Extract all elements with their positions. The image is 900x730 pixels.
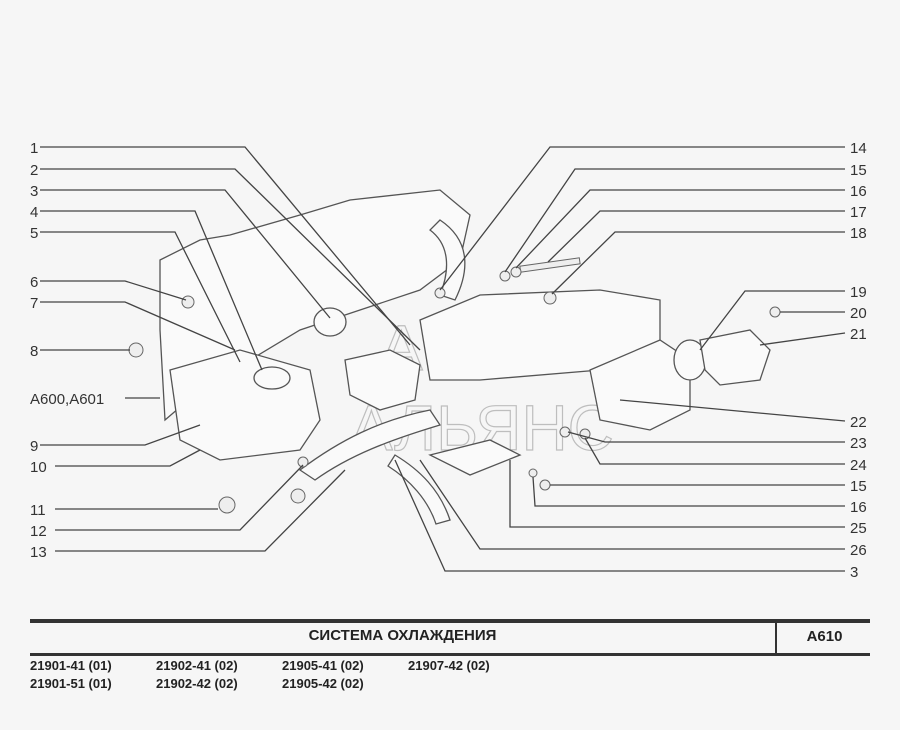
model-code: 21905-42 (02) <box>282 676 364 691</box>
callout-label: 15 <box>850 478 867 495</box>
diagram-title: СИСТЕМА ОХЛАЖДЕНИЯ <box>308 627 497 644</box>
pipe <box>428 439 522 476</box>
callout-label: 8 <box>30 343 38 360</box>
callout-label: 15 <box>850 162 867 179</box>
callout-label: 6 <box>30 274 38 291</box>
callout-label: 25 <box>850 520 867 537</box>
callout-label: 16 <box>850 499 867 516</box>
callout-label: 19 <box>850 284 867 301</box>
model-code: 21905-41 (02) <box>282 658 364 673</box>
callout-label: 11 <box>30 502 46 519</box>
callout-label: 4 <box>30 204 38 221</box>
clamp-12 <box>297 456 309 468</box>
nut-14 <box>434 287 446 299</box>
callout-label: 3 <box>30 183 38 200</box>
callout-label: 5 <box>30 225 38 242</box>
callout-label: 13 <box>30 544 47 561</box>
model-code: 21901-41 (01) <box>30 658 112 673</box>
bolt-8 <box>128 342 144 358</box>
callout-label: 23 <box>850 435 867 452</box>
callout-label: 7 <box>30 295 38 312</box>
radiator-cap <box>313 307 347 337</box>
callout-label: 21 <box>850 326 867 343</box>
callout-label: 16 <box>850 183 867 200</box>
model-code: 21902-41 (02) <box>156 658 238 673</box>
title-bar: СИСТЕМА ОХЛАЖДЕНИЯ A610 <box>30 619 870 656</box>
callout-label: A600,A601 <box>30 391 104 408</box>
callout-label: 26 <box>850 542 867 559</box>
callout-label: 24 <box>850 457 867 474</box>
callout-label: 20 <box>850 305 867 322</box>
model-code: 21901-51 (01) <box>30 676 112 691</box>
parts-illustration <box>128 189 781 525</box>
model-code: 21907-42 (02) <box>408 658 490 673</box>
sensor-18 <box>543 291 557 305</box>
washer-16b <box>528 468 538 478</box>
clip-6 <box>181 295 195 309</box>
tank-cap <box>253 366 291 390</box>
expansion-tank <box>169 349 321 461</box>
lower-hose <box>298 409 442 481</box>
diagram-code: A610 <box>775 623 872 653</box>
engine-block <box>589 339 691 431</box>
upper-hose <box>429 219 466 301</box>
washer <box>510 266 522 278</box>
model-code: 21902-42 (02) <box>156 676 238 691</box>
clamp-11 <box>218 496 236 514</box>
callout-label: 12 <box>30 523 47 540</box>
right-callouts: 14 15 16 17 18 19 20 21 22 23 24 15 16 2… <box>850 140 867 581</box>
callout-label: 1 <box>30 140 38 157</box>
bolt-20 <box>769 306 781 318</box>
left-callouts: 1 2 3 4 5 6 7 8 A600,A601 9 10 11 12 13 <box>30 140 104 561</box>
thermostat-housing <box>344 349 421 411</box>
model-list: 21901-41 (01) 21902-41 (02) 21905-41 (02… <box>30 658 534 691</box>
callout-label: 17 <box>850 204 867 221</box>
callout-label: 3 <box>850 564 858 581</box>
callout-label: 22 <box>850 414 867 431</box>
water-pump <box>699 329 771 386</box>
callout-label: 9 <box>30 438 38 455</box>
callout-label: 2 <box>30 162 38 179</box>
clamp-13 <box>290 488 306 504</box>
nut <box>499 270 511 282</box>
callout-label: 10 <box>30 459 47 476</box>
callout-label: 18 <box>850 225 867 242</box>
callout-label: 14 <box>850 140 867 157</box>
nut-15b <box>539 479 551 491</box>
leader-lines <box>40 146 846 572</box>
